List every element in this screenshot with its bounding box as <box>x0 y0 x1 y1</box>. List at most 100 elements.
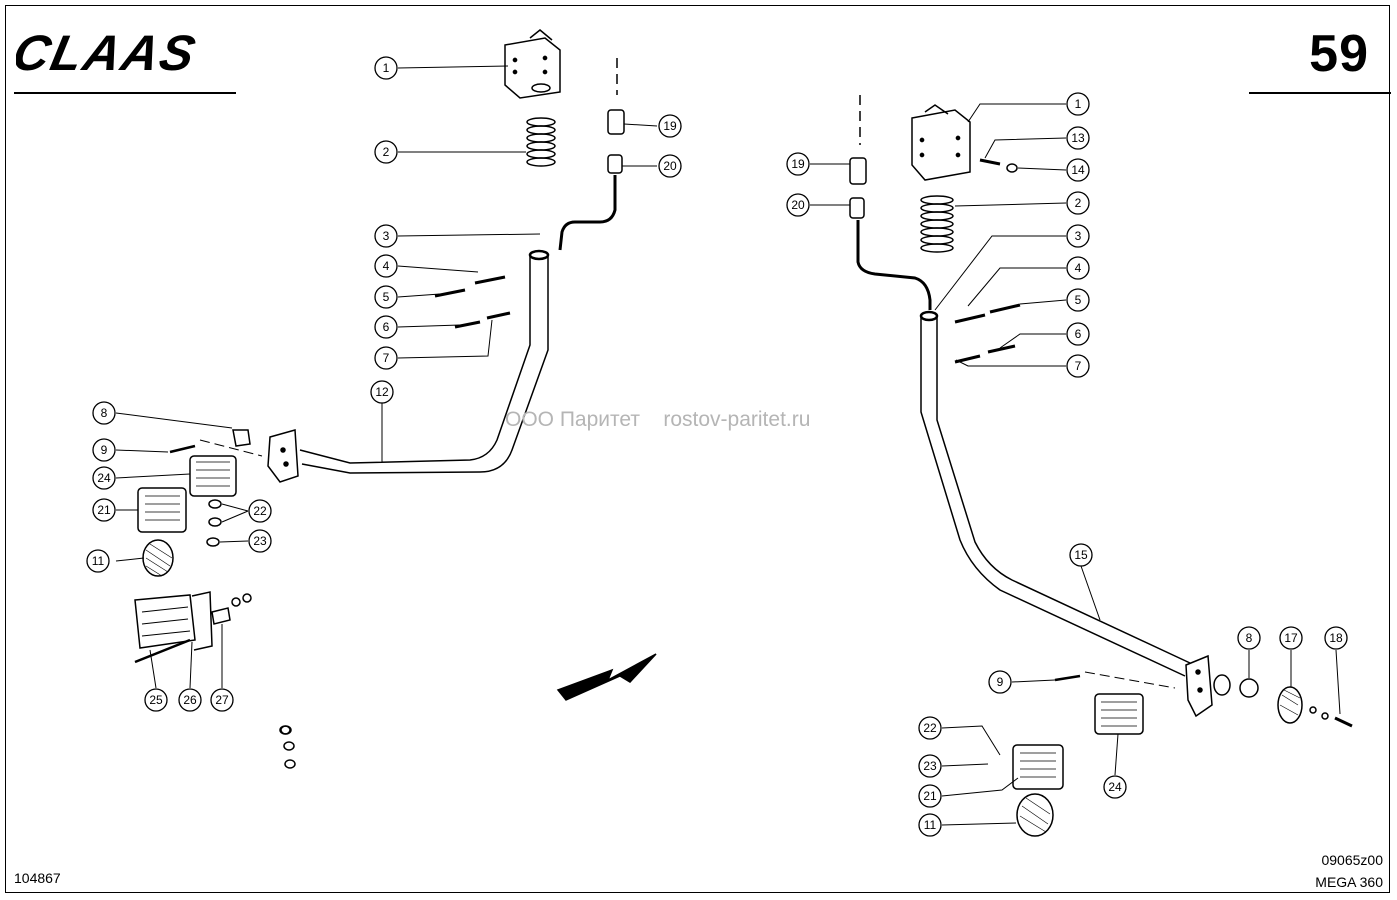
callout-left-3: 3 <box>374 224 398 248</box>
svg-text:2: 2 <box>383 145 390 159</box>
right-tube-outer <box>920 316 1186 677</box>
svg-text:24: 24 <box>1108 780 1122 794</box>
callout-right-8: 8 <box>1237 626 1261 650</box>
callout-left-11: 11 <box>86 549 110 573</box>
svg-text:27: 27 <box>215 693 229 707</box>
callout-left-26: 26 <box>178 688 202 712</box>
svg-text:11: 11 <box>92 554 105 568</box>
right-screw-13 <box>979 158 1001 166</box>
callout-right-9: 9 <box>988 670 1012 694</box>
svg-text:14: 14 <box>1071 163 1085 177</box>
callout-left-20: 20 <box>658 154 682 178</box>
left-assembly <box>134 29 625 664</box>
callout-left-6: 6 <box>374 315 398 339</box>
left-bulb-a <box>208 499 222 509</box>
svg-text:1: 1 <box>1075 97 1082 111</box>
callout-right-18: 18 <box>1324 626 1348 650</box>
right-reflector-11 <box>1016 793 1054 837</box>
svg-text:2: 2 <box>1075 196 1082 210</box>
callout-right-14: 14 <box>1066 158 1090 182</box>
callout-right-22: 22 <box>918 716 942 740</box>
right-lamp-24 <box>1094 693 1144 735</box>
svg-text:18: 18 <box>1329 631 1343 645</box>
right-cap <box>1239 678 1259 698</box>
callout-left-5: 5 <box>374 285 398 309</box>
callout-right-6: 6 <box>1066 322 1090 346</box>
left-cap <box>232 429 251 447</box>
left-spacer <box>211 607 231 625</box>
callout-right-19: 19 <box>786 152 810 176</box>
callout-right-20: 20 <box>786 193 810 217</box>
svg-text:15: 15 <box>1074 548 1088 562</box>
callout-left-25: 25 <box>144 688 168 712</box>
leader-lines <box>115 65 1341 826</box>
svg-text:6: 6 <box>1075 327 1082 341</box>
svg-text:17: 17 <box>1284 631 1298 645</box>
right-flange <box>1185 654 1213 718</box>
right-washer-14 <box>1006 163 1018 173</box>
svg-text:24: 24 <box>97 471 111 485</box>
callout-right-21: 21 <box>918 784 942 808</box>
callout-left-22: 22 <box>248 499 272 523</box>
svg-text:11: 11 <box>924 818 937 832</box>
drawing-number: 104867 <box>14 870 61 886</box>
callout-right-4: 4 <box>1066 256 1090 280</box>
svg-text:23: 23 <box>923 759 937 773</box>
callout-left-27: 27 <box>210 688 234 712</box>
callout-left-1: 1 <box>374 56 398 80</box>
svg-text:25: 25 <box>149 693 163 707</box>
callout-left-19: 19 <box>658 114 682 138</box>
right-tube-inner <box>936 316 1191 664</box>
left-lamp-21 <box>137 487 187 533</box>
svg-text:13: 13 <box>1071 131 1085 145</box>
svg-text:20: 20 <box>663 159 677 173</box>
right-plug <box>849 157 867 185</box>
callout-right-2: 2 <box>1066 191 1090 215</box>
left-pins-lower <box>454 311 511 329</box>
left-tube-inner <box>301 255 549 474</box>
page-number: 59 <box>1309 25 1369 83</box>
svg-text:21: 21 <box>97 503 111 517</box>
svg-text:1: 1 <box>383 61 390 75</box>
svg-text:23: 23 <box>253 534 267 548</box>
left-spring <box>526 117 556 167</box>
svg-text:8: 8 <box>101 406 108 420</box>
left-cable <box>558 175 617 251</box>
watermark-company: ООО Паритет <box>505 408 641 431</box>
callouts: 1 2 19 20 3 4 5 6 7 12 8 9 24 21 22 23 1… <box>86 56 1348 837</box>
svg-text:5: 5 <box>383 290 390 304</box>
svg-text:3: 3 <box>383 229 390 243</box>
callout-left-4: 4 <box>374 254 398 278</box>
model-name: MEGA 360 <box>1315 874 1383 890</box>
callout-left-2: 2 <box>374 140 398 164</box>
right-bolt-18 <box>1334 716 1353 728</box>
left-bulb-c <box>206 537 220 547</box>
callout-left-12: 12 <box>370 380 394 404</box>
callout-right-5: 5 <box>1066 288 1090 312</box>
left-plug <box>607 109 625 135</box>
left-mount <box>134 594 196 649</box>
svg-text:21: 21 <box>923 789 937 803</box>
left-bulb-b <box>208 517 222 527</box>
left-bracket <box>504 37 561 99</box>
svg-text:12: 12 <box>375 385 389 399</box>
svg-text:19: 19 <box>791 157 805 171</box>
callout-right-11: 11 <box>918 813 942 837</box>
callout-right-24: 24 <box>1103 775 1127 799</box>
right-bracket <box>911 109 971 181</box>
left-lamp-24 <box>189 455 237 497</box>
callout-left-23: 23 <box>248 529 272 553</box>
document-code: 09065z00 <box>1321 852 1383 868</box>
callout-right-7: 7 <box>1066 354 1090 378</box>
right-reflector-17 <box>1277 686 1303 724</box>
callout-left-24: 24 <box>92 466 116 490</box>
svg-text:7: 7 <box>1075 359 1082 373</box>
svg-text:9: 9 <box>101 443 108 457</box>
svg-text:8: 8 <box>1246 631 1253 645</box>
right-lamp-21 <box>1012 744 1064 790</box>
left-screw <box>169 444 196 454</box>
svg-text:22: 22 <box>253 504 267 518</box>
right-spring <box>920 195 954 253</box>
claas-logo: CLAAS <box>16 25 202 80</box>
